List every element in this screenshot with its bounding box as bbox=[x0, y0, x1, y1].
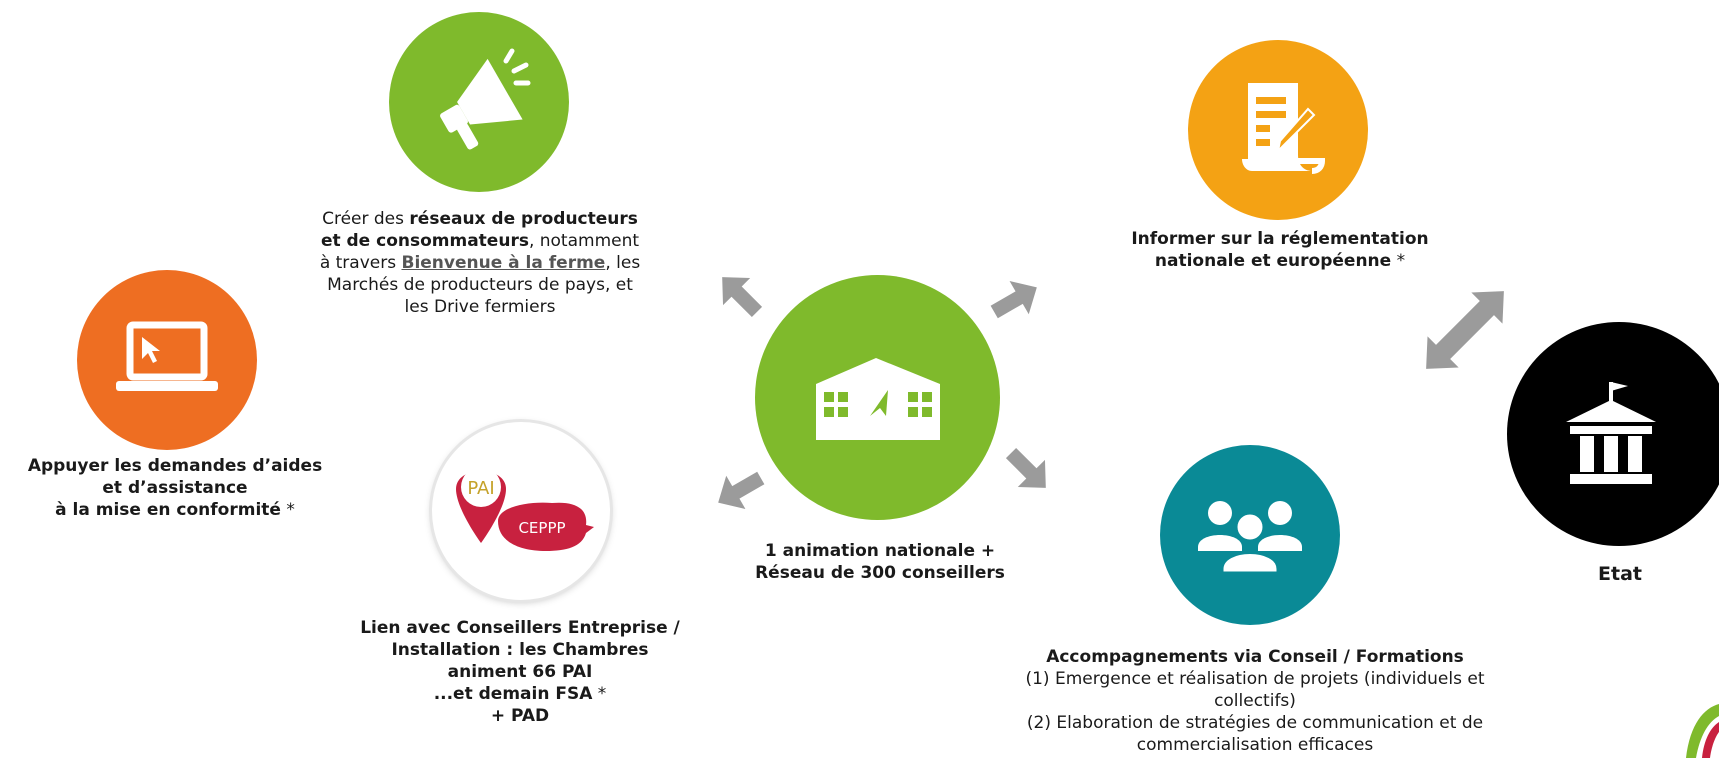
building-icon bbox=[815, 357, 940, 440]
pai-circle: PAI CEPPP bbox=[432, 422, 610, 600]
regulation-circle bbox=[1188, 40, 1368, 220]
networks-text: Créer des réseaux de producteurs et de c… bbox=[319, 209, 641, 317]
aid-circle bbox=[77, 270, 257, 450]
government-building-icon bbox=[1566, 382, 1656, 484]
svg-text:CEPPP: CEPPP bbox=[518, 519, 565, 537]
pai-ceppp-logo: PAI CEPPP bbox=[456, 467, 594, 551]
state-circle bbox=[1507, 322, 1719, 546]
laptop-icon bbox=[116, 321, 218, 391]
arrow-to-regulation bbox=[990, 280, 1037, 319]
arrow-to-networks bbox=[722, 277, 763, 318]
center-circle bbox=[755, 275, 1000, 520]
pai-text: Lien avec Conseillers Entreprise / Insta… bbox=[360, 618, 680, 726]
megaphone-icon bbox=[440, 48, 531, 150]
svg-text:PAI: PAI bbox=[467, 478, 494, 499]
regulation-text: Informer sur la réglementation nationale… bbox=[1131, 229, 1429, 271]
double-arrow-state bbox=[1426, 291, 1504, 369]
bienvenue-a-la-ferme-link[interactable]: Bienvenue à la ferme bbox=[401, 253, 606, 273]
support-text: Accompagnements via Conseil / Formations… bbox=[1025, 647, 1485, 755]
networks-circle bbox=[389, 12, 569, 192]
document-edit-icon bbox=[1242, 83, 1326, 174]
people-group-icon bbox=[1198, 501, 1302, 575]
corner-logo-fragment bbox=[1686, 704, 1719, 758]
aid-text: Appuyer les demandes d’aides et d’assist… bbox=[27, 456, 323, 520]
center-label: 1 animation nationale + Réseau de 300 co… bbox=[755, 541, 1005, 583]
arrow-to-pai bbox=[718, 471, 765, 510]
arrow-to-support bbox=[1005, 447, 1046, 488]
support-circle bbox=[1160, 445, 1340, 625]
state-label: Etat bbox=[1598, 563, 1642, 585]
